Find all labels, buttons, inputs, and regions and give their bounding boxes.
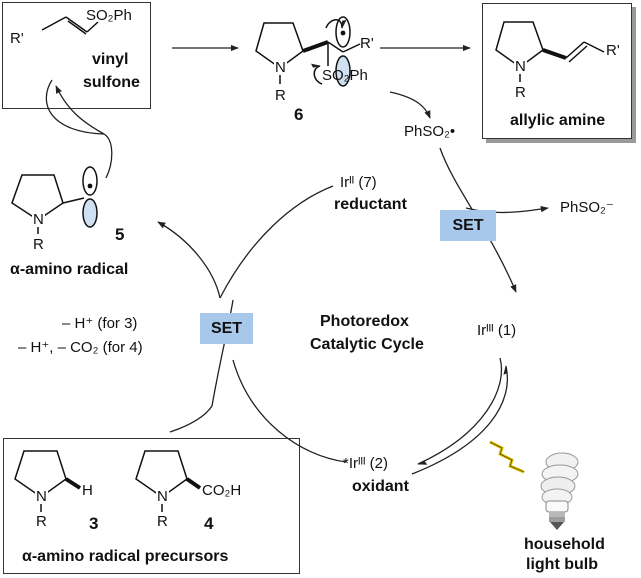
ir-iii-excited-role: oxidant [352, 478, 409, 495]
precursor-4-r: R [157, 513, 168, 530]
intermediate-6-r-prime: R' [360, 35, 374, 52]
light-bulb-icon [540, 452, 579, 530]
allylic-amine-structure [495, 21, 605, 82]
intermediate-6-so2ph: SO₂Ph [322, 67, 368, 84]
precursor-3-n: N [35, 488, 48, 505]
cycle-title-2: Catalytic Cycle [310, 336, 424, 353]
precursors-label: α-amino radical precursors [22, 548, 229, 565]
radical-5-label: α-amino radical [10, 261, 129, 278]
condition-line-1: – H⁺ (for 3) [62, 315, 138, 332]
radical-dot-6 [340, 30, 346, 36]
reaction-arrows [45, 44, 549, 475]
radical-dot-5 [87, 183, 93, 189]
precursor-structures [14, 450, 202, 512]
precursor-4-number: 4 [204, 514, 214, 533]
vinyl-sulfone-r-prime: R' [10, 30, 24, 47]
intermediate-6-r: R [275, 87, 286, 104]
intermediate-6-number: 6 [294, 105, 304, 124]
precursor-3-r: R [36, 513, 47, 530]
precursor-3-number: 3 [89, 514, 99, 533]
cycle-title-1: Photoredox [320, 313, 409, 330]
condition-line-2: – H⁺, – CO₂ (for 4) [18, 339, 143, 356]
radical-5-n: N [32, 211, 45, 228]
vinyl-sulfone-box [2, 2, 151, 109]
vinyl-sulfone-label-2: sulfone [83, 74, 140, 91]
radical-5-number: 5 [115, 225, 125, 244]
ir-iii-species: Irᴵᴵᴵ (1) [477, 322, 517, 339]
radical-5-structure [11, 166, 98, 234]
phso2-anion: PhSO₂⁻ [560, 199, 614, 216]
intermediate-6-n: N [274, 59, 287, 76]
set-label-left: SET [200, 313, 253, 344]
precursor-4-cooh: CO₂H [202, 482, 242, 499]
radical-5-r: R [33, 236, 44, 253]
ir-iii-excited-species: *Irᴵᴵᴵ (2) [343, 455, 389, 472]
vinyl-sulfone-group: SO₂Ph [86, 7, 132, 24]
phso2-radical: PhSO₂• [404, 123, 456, 140]
light-bulb-label-1: household [524, 536, 605, 553]
set-label-right: SET [440, 210, 496, 241]
intermediate-6-structure [255, 16, 361, 87]
allylic-amine-box [482, 3, 632, 139]
allylic-amine-r: R [515, 84, 526, 101]
precursor-4-n: N [156, 488, 169, 505]
ir-ii-role: reductant [334, 196, 407, 213]
precursors-box [3, 438, 300, 574]
allylic-amine-r-prime: R' [606, 42, 620, 59]
light-bulb-label-2: light bulb [526, 556, 598, 573]
ir-ii-species: Irᴵᴵ (7) [340, 174, 377, 191]
allylic-amine-label: allylic amine [510, 112, 606, 129]
precursor-3-h: H [82, 482, 93, 499]
lightning-bolt-icon [489, 440, 525, 474]
allylic-amine-n: N [514, 58, 527, 75]
vinyl-sulfone-label-1: vinyl [92, 51, 129, 68]
vinyl-sulfone-structure [41, 16, 99, 35]
